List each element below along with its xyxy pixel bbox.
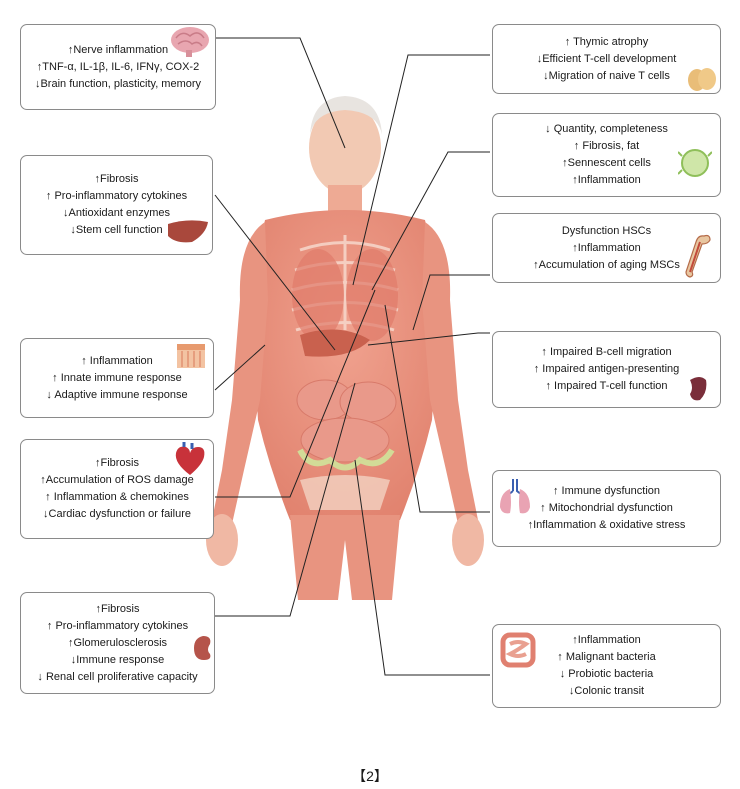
gut-effect-2: ↑ Malignant bacteria bbox=[557, 651, 656, 663]
heart-effect-4: ↓Cardiac dysfunction or failure bbox=[43, 508, 191, 520]
kidney-effect-4: ↓Immune response bbox=[70, 653, 165, 666]
gut-effect-3: ↓ Probiotic bacteria bbox=[559, 668, 654, 680]
figure-caption: 【2】 bbox=[352, 768, 388, 784]
liver-icon bbox=[168, 220, 208, 243]
lungs-right bbox=[346, 249, 398, 341]
lymph-node-effects-box: ↓ Quantity, completeness ↑ Fibrosis, fat… bbox=[492, 113, 721, 197]
kidney-effect-1: ↑Fibrosis bbox=[95, 602, 140, 615]
spleen-effect-1: ↑ Impaired B-cell migration bbox=[541, 346, 672, 358]
lymph-node-icon bbox=[678, 149, 712, 177]
legs bbox=[290, 515, 400, 600]
heart-icon bbox=[175, 442, 205, 475]
brain-icon bbox=[171, 27, 209, 57]
skin-effect-3: ↓ Adaptive immune response bbox=[46, 388, 188, 401]
right-hand bbox=[452, 514, 484, 566]
spleen-effect-2: ↑ Impaired antigen-presenting bbox=[533, 363, 680, 375]
lymph-effect-2: ↑ Fibrosis, fat bbox=[573, 140, 640, 152]
lung-icon bbox=[500, 479, 530, 514]
kidney-effect-5: ↓ Renal cell proliferative capacity bbox=[37, 670, 198, 683]
liver-effect-3: ↓Antioxidant enzymes bbox=[63, 207, 170, 219]
skin-icon bbox=[177, 344, 205, 368]
liver-effect-2: ↑ Pro-inflammatory cytokines bbox=[45, 190, 188, 202]
lungs-left bbox=[292, 249, 344, 341]
lung-effect-2: ↑ Mitochondrial dysfunction bbox=[540, 502, 673, 514]
kidney-effect-3: ↑Glomerulosclerosis bbox=[67, 636, 168, 649]
liver-effect-4: ↓Stem cell function bbox=[70, 224, 163, 236]
lung-effect-1: ↑ Immune dysfunction bbox=[553, 485, 660, 497]
bone-effect-2: ↑Inflammation bbox=[572, 241, 641, 254]
lung-effects-box: ↑ Immune dysfunction ↑ Mitochondrial dys… bbox=[492, 470, 721, 547]
thymus-icon bbox=[688, 68, 716, 91]
brain-effect-2: ↑TNF-α, IL-1β, IL-6, IFNγ, COX-2 bbox=[36, 60, 200, 73]
brain-effect-1: ↑Nerve inflammation bbox=[67, 43, 169, 56]
bone-effect-1: Dysfunction HSCs bbox=[561, 224, 652, 237]
liver-effect-1: ↑Fibrosis bbox=[94, 173, 139, 185]
heart-effect-1: ↑Fibrosis bbox=[94, 457, 139, 469]
pelvis bbox=[300, 475, 390, 510]
intestine-icon bbox=[500, 632, 536, 668]
lymph-effect-4: ↑Inflammation bbox=[572, 174, 641, 186]
left-arm bbox=[212, 222, 268, 524]
gut-effect-4: ↓Colonic transit bbox=[568, 685, 645, 697]
spleen-icon bbox=[690, 377, 707, 401]
kidney-icon bbox=[194, 636, 211, 660]
spleen-effect-3: ↑ Impaired T-cell function bbox=[545, 380, 668, 392]
heart-effect-3: ↑ Inflammation & chemokines bbox=[45, 491, 189, 503]
thymus-effects-box: ↑ Thymic atrophy ↓Efficient T-cell devel… bbox=[492, 24, 721, 94]
skin-effect-2: ↑ Innate immune response bbox=[52, 371, 182, 384]
heart-effect-2: ↑Accumulation of ROS damage bbox=[40, 474, 194, 486]
thymus-effect-1: ↑ Thymic atrophy bbox=[564, 35, 649, 48]
lymph-effect-1: ↓ Quantity, completeness bbox=[545, 123, 668, 135]
gut-effect-1: ↑Inflammation bbox=[572, 634, 641, 646]
bone-marrow-effects-box: Dysfunction HSCs ↑Inflammation ↑Accumula… bbox=[492, 213, 721, 283]
skin-effect-1: ↑ Inflammation bbox=[81, 354, 153, 367]
spleen-effects-box: ↑ Impaired B-cell migration ↑ Impaired a… bbox=[492, 331, 721, 408]
right-arm bbox=[422, 222, 478, 524]
thymus-effect-2: ↓Efficient T-cell development bbox=[536, 52, 677, 65]
bone-effect-3: ↑Accumulation of aging MSCs bbox=[533, 258, 680, 271]
kidney-effects-box: ↑Fibrosis ↑ Pro-inflammatory cytokines ↑… bbox=[20, 592, 215, 694]
lung-effect-3: ↑Inflammation & oxidative stress bbox=[527, 519, 686, 531]
brain-effect-3: ↓Brain function, plasticity, memory bbox=[34, 77, 202, 90]
neck bbox=[328, 185, 362, 213]
bone-icon bbox=[685, 234, 711, 278]
thymus-effect-3: ↓Migration of naive T cells bbox=[543, 69, 670, 82]
kidney-effect-2: ↑ Pro-inflammatory cytokines bbox=[46, 619, 189, 632]
lymph-effect-3: ↑Sennescent cells bbox=[562, 157, 651, 169]
